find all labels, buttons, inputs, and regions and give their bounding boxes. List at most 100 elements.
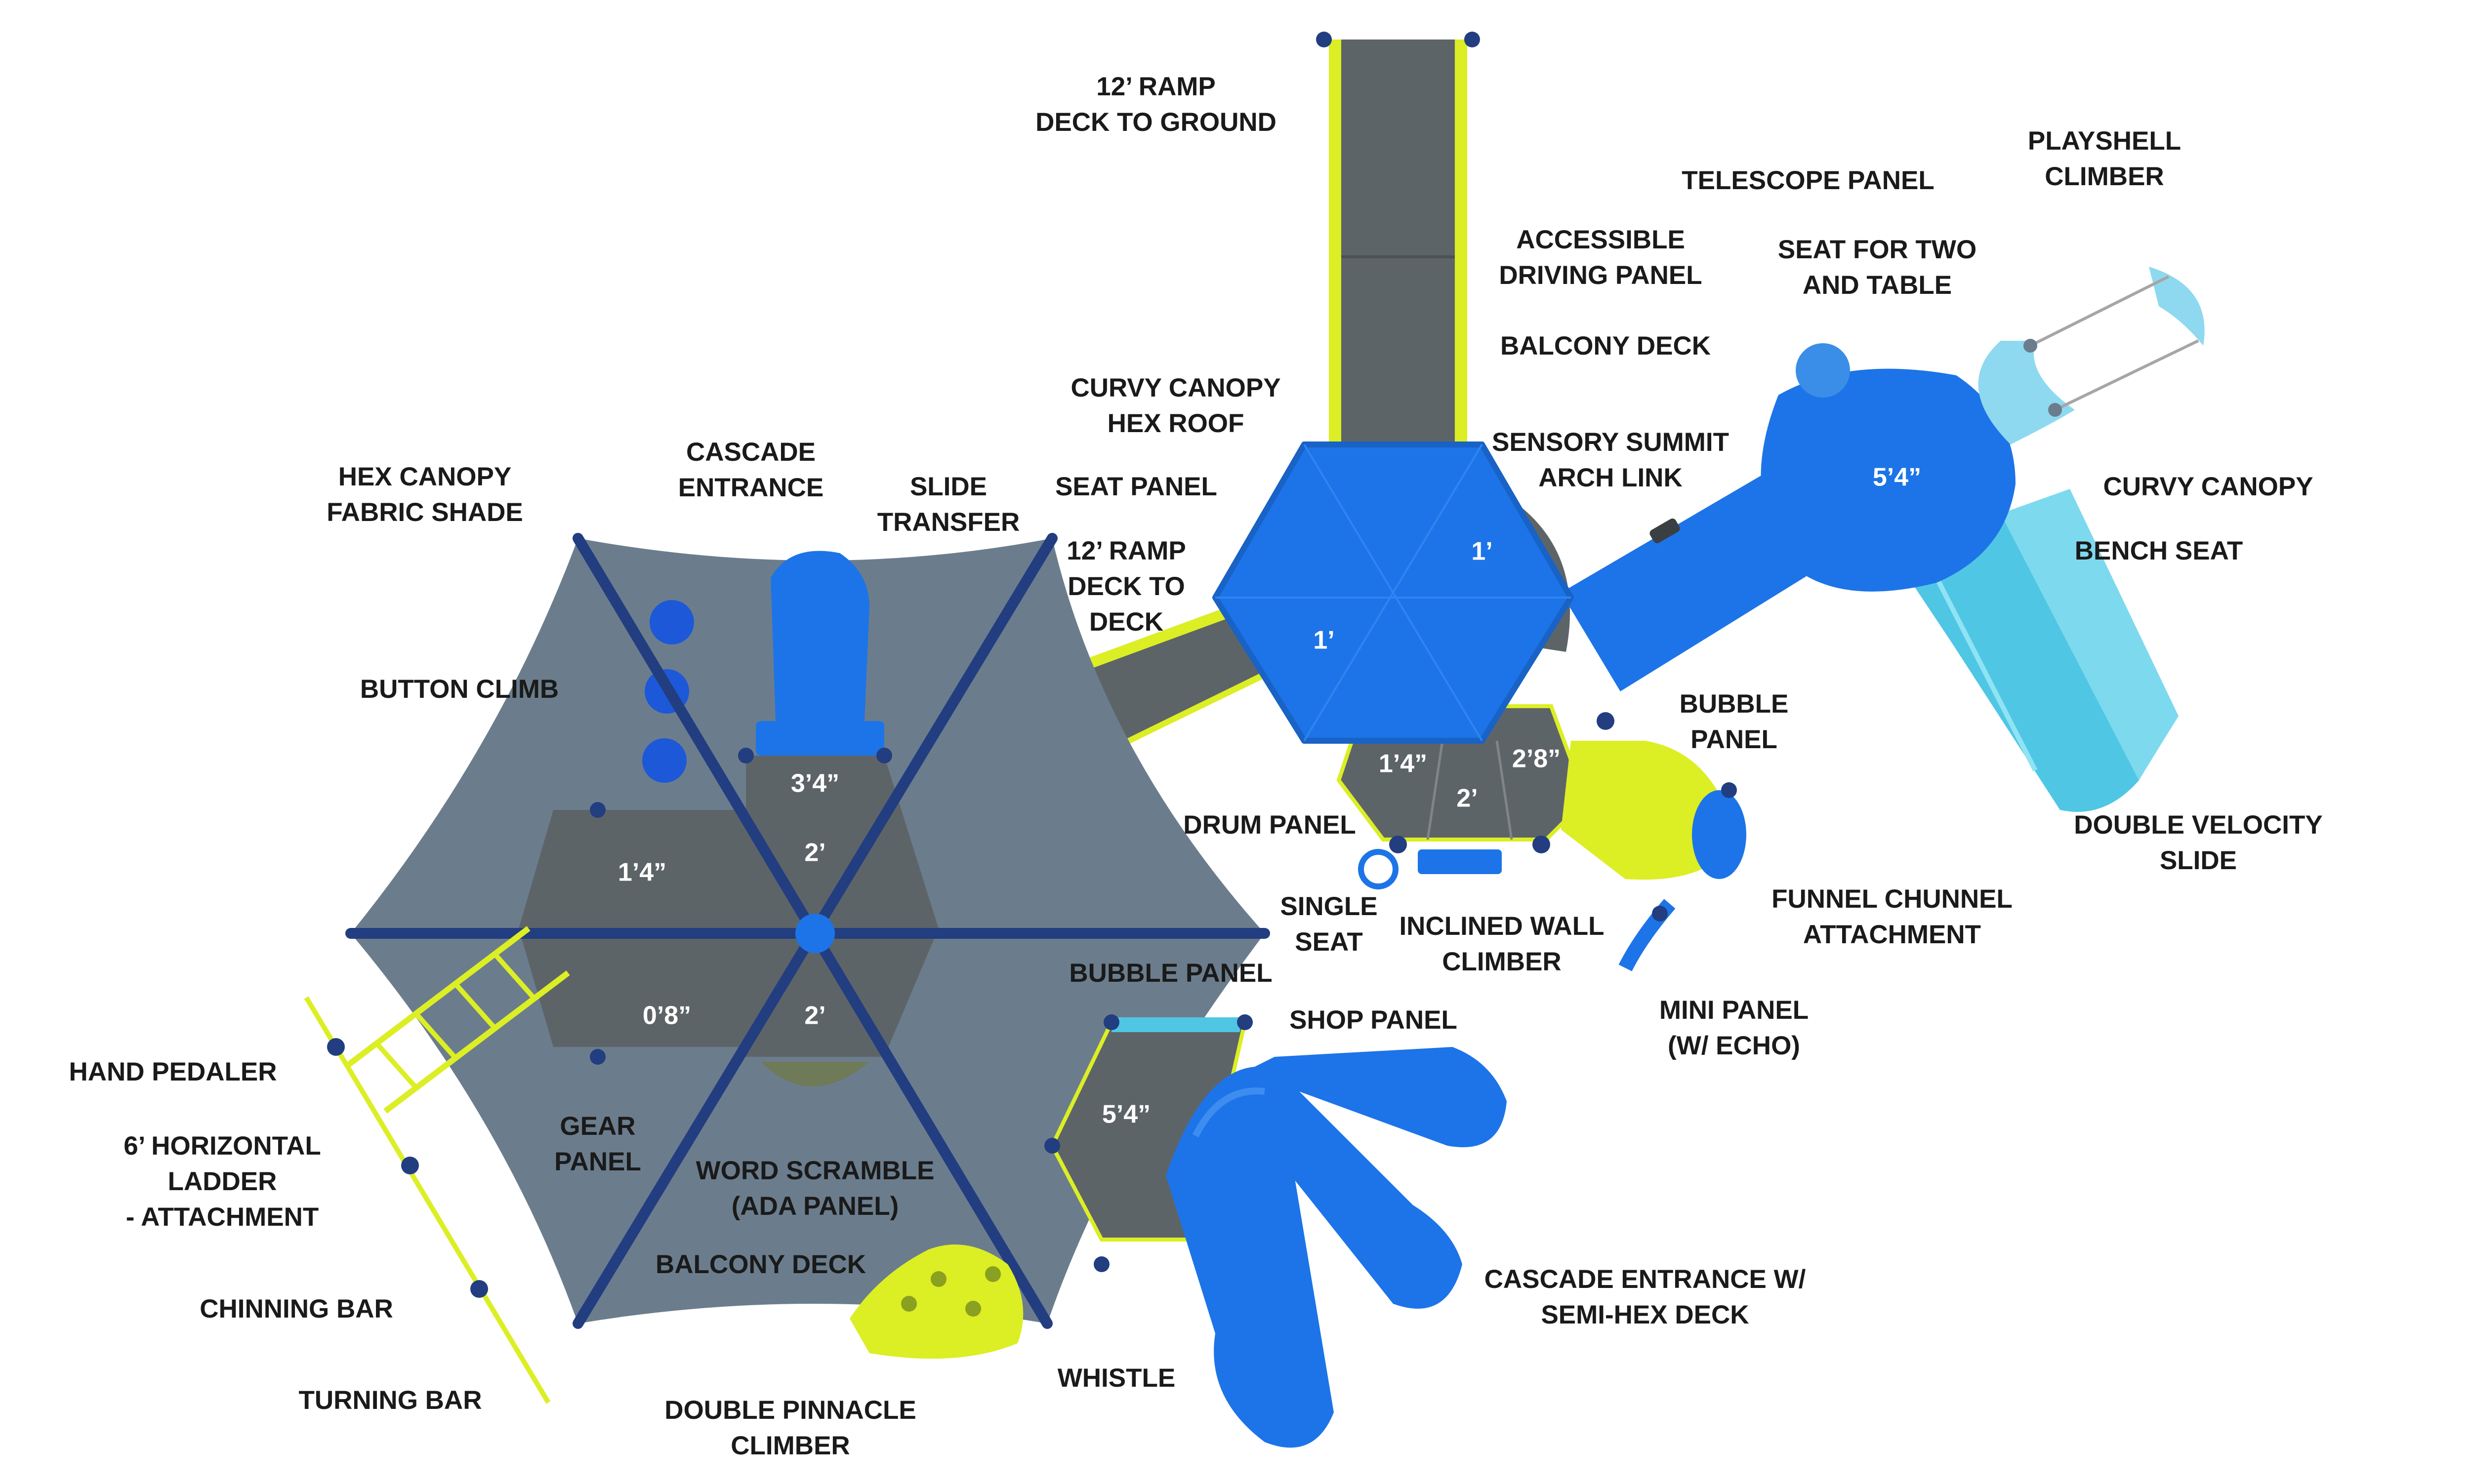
height-label: 5’4” xyxy=(1873,463,1921,492)
pinnacle-hold xyxy=(901,1296,917,1312)
pinnacle-hold xyxy=(965,1301,981,1317)
label-seat-panel: SEAT PANEL xyxy=(1055,472,1217,501)
label-mini-panel: MINI PANEL(W/ ECHO) xyxy=(1659,996,1809,1060)
post-cap xyxy=(2023,339,2037,353)
post-cap xyxy=(738,748,754,763)
label-chinning-bar: CHINNING BAR xyxy=(200,1294,393,1324)
telescope-panel-shape xyxy=(1649,518,1680,544)
height-label: 3’4” xyxy=(1527,671,1575,699)
single-seat-shape xyxy=(1418,849,1502,874)
center-deck-seam xyxy=(1495,740,1513,840)
ramp-deck-to-ground-structure xyxy=(1316,32,1480,464)
velocity-slide-lane xyxy=(1892,514,2139,812)
label-telescope-panel: TELESCOPE PANEL xyxy=(1682,166,1935,195)
label-bubble-panel-mid: BUBBLE PANEL xyxy=(1069,959,1273,988)
drum-panel-shape xyxy=(1358,849,1399,889)
height-label: 1’ xyxy=(1471,537,1492,566)
sensory-summit-arch-link xyxy=(1561,474,1828,691)
pinnacle-hold xyxy=(931,1271,947,1287)
label-curvy-canopy: CURVY CANOPY xyxy=(2103,472,2313,501)
ladder-rung xyxy=(373,1040,417,1088)
button-climb-hold xyxy=(642,738,687,783)
post-cap xyxy=(327,1038,345,1056)
playshell-climber-structure xyxy=(1978,267,2205,444)
post-cap xyxy=(470,1280,488,1298)
post-cap xyxy=(876,748,892,763)
label-cascade-entrance-semi-hex: CASCADE ENTRANCE W/SEMI-HEX DECK xyxy=(1484,1265,1806,1329)
ladder-rail xyxy=(383,970,570,1114)
post-cap xyxy=(401,1157,419,1174)
cascade-entrance-lip xyxy=(756,721,884,756)
cascade-slide-highlight xyxy=(1192,1087,1265,1138)
post-cap xyxy=(2048,403,2062,417)
bubble-panel-mid-shape xyxy=(1112,1017,1240,1032)
label-hand-pedaler: HAND PEDALER xyxy=(69,1057,277,1086)
post-cap xyxy=(1237,1014,1253,1030)
hex-roof-rib xyxy=(1303,443,1483,742)
deck-post-cap xyxy=(1389,836,1407,853)
label-drum-panel: DRUM PANEL xyxy=(1183,810,1356,840)
label-word-scramble: WORD SCRAMBLE(ADA PANEL) xyxy=(696,1156,935,1221)
seat-for-two-ball xyxy=(1796,343,1850,398)
velocity-slide-highlight xyxy=(1924,557,2038,772)
velocity-slide-lane xyxy=(2001,489,2179,780)
label-button-climb: BUTTON CLIMB xyxy=(360,675,559,704)
height-label: 1’4” xyxy=(1379,750,1427,778)
canopy-center-hub xyxy=(795,914,835,953)
ramp-ground-surface xyxy=(1341,40,1455,464)
height-label: 3’4” xyxy=(791,769,839,798)
playshell-cable xyxy=(2054,339,2199,411)
ladder-rung xyxy=(413,1010,456,1059)
funnel-chunnel-body xyxy=(1561,741,1729,880)
cascade-entrance-slide xyxy=(771,551,869,721)
cascade-slide-lane xyxy=(1220,1067,1462,1309)
post-cap xyxy=(1044,1138,1060,1154)
deck-post-cap xyxy=(1597,712,1614,730)
ladder-rung xyxy=(453,981,496,1029)
post-cap xyxy=(1104,1014,1119,1030)
ramp-post-cap xyxy=(1316,32,1332,47)
button-climb-hold xyxy=(650,600,694,644)
post-cap xyxy=(590,802,606,818)
funnel-chunnel-rim xyxy=(1692,790,1746,879)
height-label: 1’4” xyxy=(618,858,666,887)
center-deck-seam xyxy=(1426,740,1444,840)
playshell-shape xyxy=(1978,341,2075,444)
double-pinnacle-climber-structure xyxy=(850,1244,1024,1359)
deck-post-cap xyxy=(1532,836,1550,853)
height-label: 2’ xyxy=(804,839,825,867)
label-balcony-deck-top: BALCONY DECK xyxy=(1500,331,1711,361)
height-label: 1’ xyxy=(1313,626,1334,655)
cascade-slide-lane xyxy=(1245,1047,1507,1148)
curvy-canopy-right-shape xyxy=(1761,368,2016,592)
height-label: 0’8” xyxy=(643,1002,691,1030)
height-label: 2’ xyxy=(804,1002,825,1030)
funnel-chunnel-attachment xyxy=(1561,741,1746,971)
horizontal-ladder-structure xyxy=(304,926,570,1404)
post-cap xyxy=(1721,782,1737,798)
label-balcony-deck-bottom: BALCONY DECK xyxy=(656,1250,866,1279)
curvy-canopy-hex-roof-structure xyxy=(1212,441,1574,744)
pinnacle-climber-shape xyxy=(850,1244,1024,1359)
height-label: 2’ xyxy=(1456,784,1478,813)
word-scramble-panel-shape xyxy=(761,1062,869,1086)
double-velocity-slide-structure xyxy=(1892,489,2179,812)
curvy-canopy-right xyxy=(1761,343,2016,592)
hex-canopy-structure xyxy=(345,533,1270,1329)
